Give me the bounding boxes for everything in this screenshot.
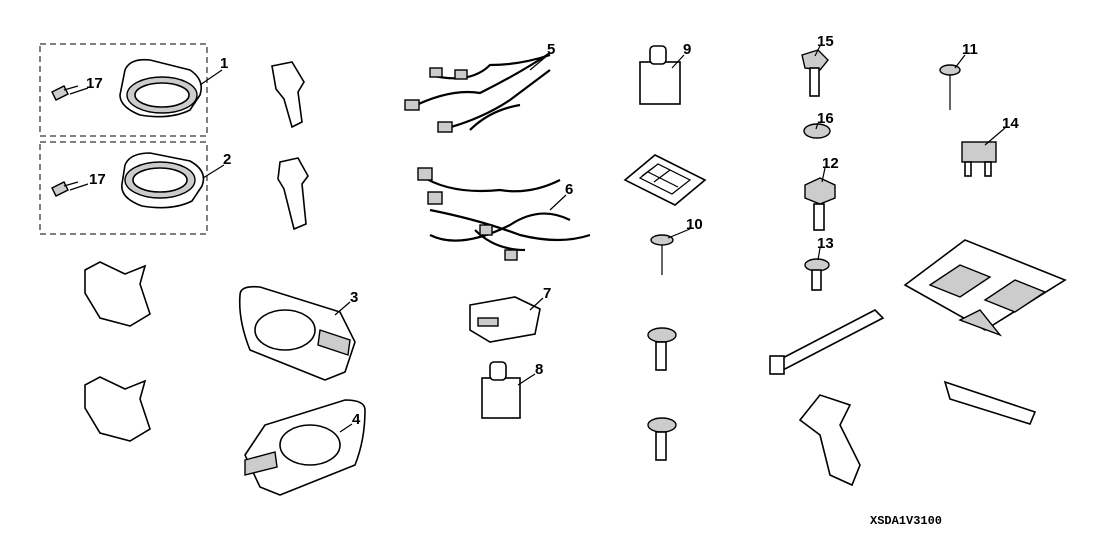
fog-light-switch-7 (469, 296, 541, 343)
callout-11: 11 (962, 41, 978, 58)
callout-12: 12 (822, 155, 839, 172)
callout-17b: 17 (89, 171, 106, 188)
relay-9 (639, 45, 681, 105)
screw-17a (51, 85, 79, 101)
bolt-washer-b (647, 417, 677, 461)
fuse-14 (961, 141, 997, 177)
callout-15: 15 (817, 33, 834, 50)
fog-light-2 (121, 152, 205, 209)
callout-5: 5 (547, 41, 555, 58)
bracket-plate (943, 380, 1037, 425)
relay-8 (481, 361, 521, 419)
fog-light-kit-box-2 (39, 141, 208, 235)
callout-4: 4 (352, 411, 361, 428)
screw-10 (650, 234, 674, 275)
wire-harness-5 (404, 52, 551, 133)
bracket-upper-a (271, 61, 305, 129)
diagram-code: XSDA1V3100 (870, 514, 942, 528)
washer-16 (803, 123, 831, 139)
fog-light-bezel-4 (244, 399, 366, 496)
callout-10: 10 (686, 216, 703, 233)
fog-light-bezel-3 (238, 285, 356, 381)
callout-2: 2 (223, 151, 231, 168)
bolt-15 (801, 49, 829, 97)
screw-17b (51, 181, 79, 197)
fog-light-1 (119, 58, 203, 118)
bracket-lower-b (84, 376, 151, 442)
bolt-12 (804, 177, 836, 231)
bolt-washer-a (647, 327, 677, 371)
bracket-upper-b (277, 157, 309, 231)
bracket-lower-a (84, 261, 151, 327)
callout-9: 9 (683, 41, 691, 58)
callout-1: 1 (220, 55, 228, 72)
callout-6: 6 (565, 181, 573, 198)
mounting-bracket (798, 394, 861, 487)
callout-17a: 17 (86, 75, 103, 92)
callout-8: 8 (535, 361, 543, 378)
callout-7: 7 (543, 285, 551, 302)
adhesive-pad (623, 154, 707, 206)
callout-14: 14 (1002, 115, 1019, 132)
callout-16: 16 (817, 110, 834, 127)
screw-11 (939, 64, 961, 110)
callout-3: 3 (350, 289, 358, 306)
fog-light-kit-box-1 (39, 43, 208, 137)
wire-harness-6 (417, 167, 591, 261)
bolt-13 (804, 258, 830, 291)
protective-film-sheet (903, 239, 1067, 337)
callout-13: 13 (817, 235, 834, 252)
cable-tie (769, 309, 885, 375)
leader-lines (69, 45, 1006, 433)
